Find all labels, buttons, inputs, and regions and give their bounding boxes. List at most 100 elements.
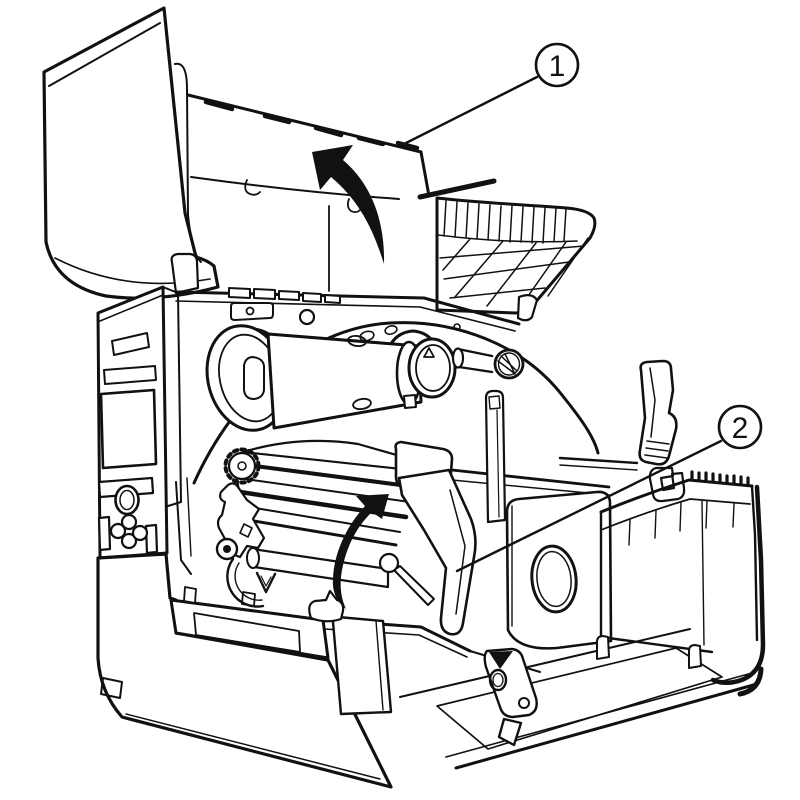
head-plate-1 — [238, 462, 418, 489]
tray-pivot-lever — [483, 647, 538, 747]
cover-hook-detail-1 — [244, 179, 261, 196]
tray-hook-tab-1 — [596, 635, 610, 660]
platen-roller-end — [246, 547, 260, 569]
tray-top-edge — [399, 628, 691, 698]
flap-rib-band-line — [437, 234, 578, 243]
barrel-slot-1 — [347, 334, 367, 348]
thumbscrew-shaft-2 — [457, 365, 494, 374]
head-plate-4 — [242, 505, 401, 533]
head-pivot-boss — [378, 552, 400, 574]
callout-2-leader — [455, 439, 723, 573]
print-head-assembly[interactable] — [378, 440, 477, 636]
control-panel — [96, 285, 182, 561]
wall-band-top — [599, 478, 754, 514]
cover-inner-wall — [599, 470, 766, 685]
latch-ribs — [644, 440, 670, 459]
spindle-d-slot — [243, 356, 265, 400]
panel-slot — [111, 332, 150, 356]
hinge-bracket — [170, 252, 200, 295]
drive-gear-hub — [237, 461, 247, 471]
spindle-notch — [403, 394, 417, 409]
status-bezel — [103, 365, 157, 385]
pivot-hole-small — [518, 697, 530, 709]
media-guide-bar-notch — [488, 395, 501, 410]
latch-blade — [649, 367, 656, 438]
cover-inner-ridge — [190, 176, 400, 200]
cover-latch-lever[interactable] — [558, 359, 686, 503]
nav-button-right[interactable] — [131, 524, 149, 542]
cover-hook-detail-2 — [346, 198, 362, 214]
side-plate-hole — [239, 523, 253, 538]
callout-1-circle — [534, 42, 580, 88]
head-top-plate — [241, 439, 422, 473]
outlet-post-edge — [375, 620, 384, 711]
thumbscrew-shaft-end — [451, 347, 465, 369]
tray-inset — [436, 647, 723, 750]
thumbscrew-shaft — [456, 347, 494, 358]
callout-1-number: 1 — [549, 50, 566, 83]
wall-seal-ticks — [690, 470, 750, 487]
spindle-barrel — [266, 332, 423, 430]
cover-corner-edge — [174, 62, 202, 263]
tray-lip-1 — [445, 672, 753, 758]
nav-button-left[interactable] — [109, 522, 127, 540]
cover-ridge-edge — [186, 93, 423, 154]
tear-bar — [169, 598, 330, 660]
right-function-key[interactable] — [144, 523, 159, 555]
tear-bar-slot — [193, 612, 301, 653]
nav-button-down[interactable] — [120, 532, 138, 550]
inner-wall-strip — [175, 481, 192, 575]
head-thumbscrew[interactable] — [451, 347, 525, 380]
wall-port-hole — [530, 544, 578, 614]
wall-rib-lines — [628, 500, 735, 546]
tray-lip-2 — [454, 682, 759, 770]
pivot-lever-body — [483, 647, 538, 719]
tray-hook-tab-2 — [688, 644, 702, 669]
damper-beam — [450, 468, 611, 489]
callout-2-circle — [717, 404, 763, 450]
bearing-wheel-arc — [226, 557, 265, 608]
spindle-end-cap-inner — [415, 344, 451, 392]
tray-end-cap — [737, 666, 764, 697]
printer-body — [96, 252, 766, 789]
wall-band-bottom — [600, 498, 751, 531]
lcd-screen — [99, 388, 158, 470]
head-plate-5 — [246, 518, 398, 547]
latch-hook — [648, 466, 686, 503]
base-badge — [100, 677, 123, 699]
wheel-spoke-v-inner — [260, 575, 272, 587]
barrel-slot-2 — [352, 397, 372, 411]
rail-boss — [298, 308, 316, 326]
rail-slot-3 — [384, 325, 398, 335]
flap-latch-tab — [516, 293, 539, 322]
left-function-key[interactable] — [97, 515, 112, 552]
power-button[interactable] — [114, 484, 140, 516]
latch-ledge — [558, 456, 639, 465]
hinge-screw-plate — [230, 302, 274, 321]
media-guide-tab-1 — [183, 586, 197, 604]
screw-hole — [245, 306, 255, 316]
cover-vent-slots — [203, 99, 420, 151]
flap-ribs — [443, 200, 567, 244]
cover-ribbed-flap — [435, 196, 597, 315]
media-guide-bar-line — [496, 409, 500, 518]
head-bracket-edge — [449, 489, 466, 615]
wall-mold-line — [701, 500, 705, 646]
nav-button-up[interactable] — [120, 513, 138, 531]
callout-1 — [400, 42, 580, 147]
thumbscrew-knob-inner — [497, 352, 521, 376]
bearing-wheel-arc-inner — [234, 562, 263, 601]
power-button-ring — [119, 489, 135, 511]
wheel-spoke-v — [255, 571, 277, 594]
median-wall — [505, 490, 613, 650]
thumbscrew-knurl — [497, 353, 518, 375]
wall-port-hole-inner — [536, 550, 572, 608]
pivot-hole-large-inner — [492, 672, 504, 688]
ribbon-supply-spindle — [205, 324, 457, 432]
base-tray — [399, 628, 764, 770]
wall-right-edge — [750, 484, 759, 642]
rail-slot-2 — [359, 330, 375, 342]
latch-body — [638, 359, 678, 466]
inner-wall-strip-2 — [186, 477, 192, 557]
